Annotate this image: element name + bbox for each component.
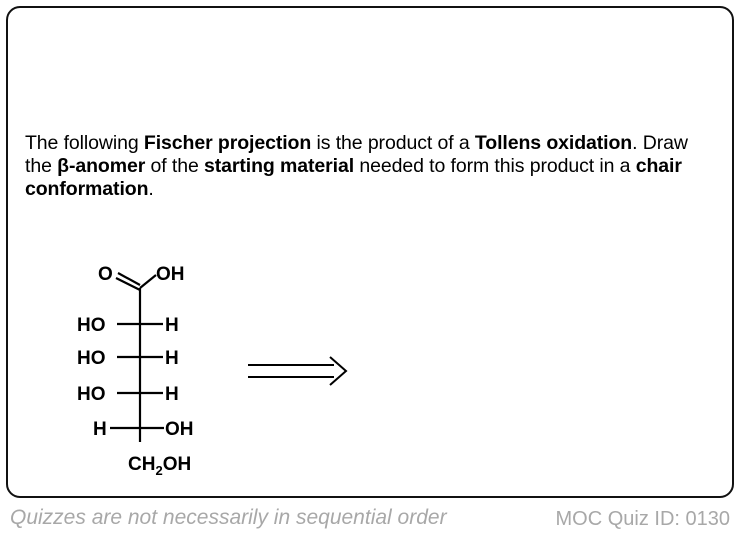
row-2-left-label: HO — [77, 348, 106, 369]
q-term-starting: starting material — [204, 155, 355, 177]
fischer-projection: O OH HO H HO H HO H H OH CH2OH — [77, 264, 194, 478]
ch2oh-label: CH2OH — [128, 454, 191, 478]
question-text: The following Fischer projection is the … — [25, 132, 705, 201]
q-text-4: of the — [145, 155, 205, 177]
q-term-fischer: Fischer projection — [143, 132, 312, 154]
q-text-1: The following — [25, 132, 144, 154]
carbonyl-bond-1 — [115, 277, 141, 291]
quiz-card — [6, 6, 734, 498]
q-text-6: . — [148, 178, 154, 200]
row-1-right-label: H — [165, 315, 179, 336]
q-text-5: needed to form this product in a — [354, 155, 636, 177]
q-term-chair: chair conformation — [25, 155, 682, 200]
row-1-left-label: HO — [77, 315, 106, 336]
row-3-right-label: H — [165, 384, 179, 405]
q-term-tollens: Tollens oxidation — [474, 132, 633, 154]
carbonyl-bond-2 — [117, 272, 141, 286]
row-3-left-label: HO — [77, 384, 106, 405]
carboxyl-oh-bond — [139, 274, 157, 289]
row-4-left-label: H — [93, 419, 107, 440]
row-4-right-label: OH — [165, 419, 194, 440]
retrosynthesis-arrow-icon — [248, 356, 348, 386]
row-2-right-label: H — [165, 348, 179, 369]
q-term-anomer: β-anomer — [57, 155, 146, 177]
carboxyl-oh-label: OH — [156, 264, 185, 285]
quiz-id: MOC Quiz ID: 0130 — [555, 508, 730, 530]
sequence-note: Quizzes are not necessarily in sequentia… — [10, 506, 447, 529]
q-text-2: is the product of a — [311, 132, 475, 154]
carbonyl-o-label: O — [98, 264, 113, 285]
q-text-3: . Draw the — [25, 132, 688, 177]
